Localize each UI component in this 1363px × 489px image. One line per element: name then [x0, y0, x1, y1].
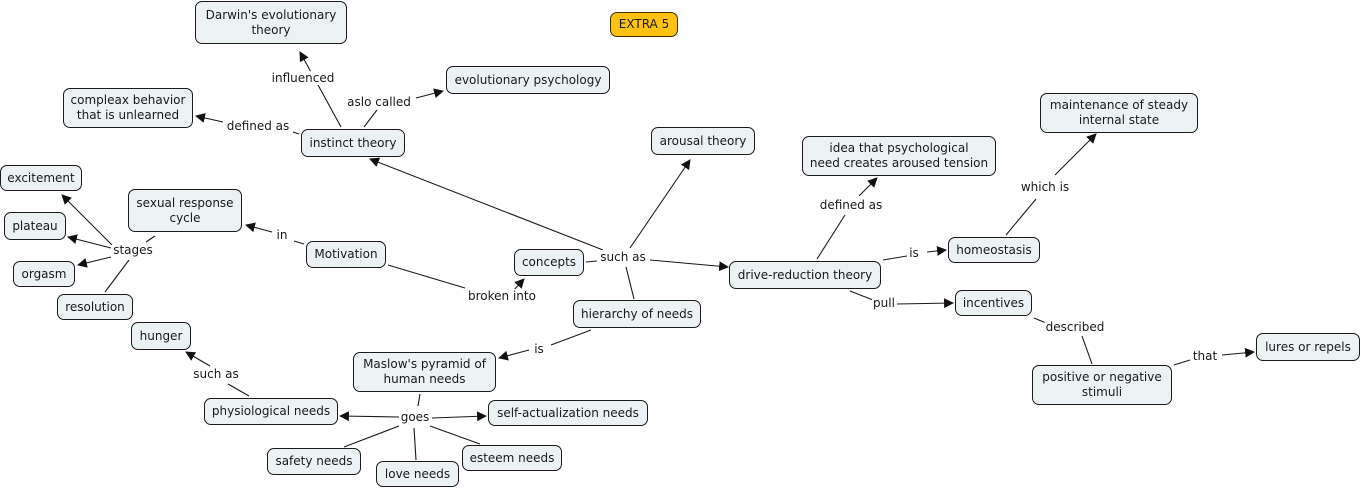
node-arousal-theory[interactable]: arousal theory	[651, 127, 755, 155]
node-positive-or-negative-stimuli[interactable]: positive or negative stimuli	[1032, 365, 1172, 405]
node-resolution[interactable]: resolution	[57, 294, 133, 320]
node-hierarchy-of-needs[interactable]: hierarchy of needs	[573, 300, 701, 328]
edge-hierarchy-is	[550, 329, 592, 346]
link-label-which-is: which is	[1019, 180, 1071, 194]
edge-pull-incentives	[896, 298, 954, 309]
link-label-in: in	[275, 228, 289, 242]
link-label-aslo-called: aslo called	[346, 95, 412, 109]
node-drive-reduction-theory[interactable]: drive-reduction theory	[729, 261, 881, 289]
link-label-pull: pull	[872, 296, 896, 310]
edge-is-maslow	[498, 349, 530, 361]
node-esteem-needs[interactable]: esteem needs	[462, 445, 562, 471]
node-lures-or-repels[interactable]: lures or repels	[1256, 333, 1360, 361]
edge-drive-defined-as	[816, 214, 846, 260]
edge-stages-orgasm	[77, 256, 112, 268]
node-excitement[interactable]: excitement	[0, 165, 82, 191]
link-label-such-as-hunger: such as	[192, 367, 240, 381]
link-label-stages: stages	[112, 243, 154, 257]
edge-which-is-maintenance	[1054, 133, 1097, 176]
node-motivation[interactable]: Motivation	[306, 241, 386, 268]
edge-concepts-such-as	[585, 260, 598, 263]
node-concepts[interactable]: concepts	[514, 249, 584, 276]
edge-physiological-such-as	[227, 383, 250, 397]
node-incentives[interactable]: incentives	[955, 290, 1032, 316]
edge-goes-physiological	[339, 411, 400, 422]
node-love-needs[interactable]: love needs	[376, 461, 459, 487]
edge-goes-love	[413, 427, 417, 461]
link-label-influenced: influenced	[270, 71, 336, 85]
edge-defined-as-complex	[195, 113, 224, 123]
edge-aslo-called-evo-psych	[415, 88, 444, 99]
edge-such-as-hunger	[185, 351, 211, 367]
edge-defined-as-idea	[858, 177, 878, 197]
edge-drive-is	[882, 255, 908, 261]
edge-sexual-stages	[145, 235, 156, 243]
node-evolutionary-psychology[interactable]: evolutionary psychology	[446, 66, 610, 94]
edge-homeostasis-which-is	[1005, 198, 1037, 236]
node-darwins-evolutionary-theory[interactable]: Darwin's evolutionary theory	[195, 1, 347, 44]
edge-motivation-broken-into	[387, 264, 466, 289]
edge-instinct-defined-as	[292, 131, 300, 135]
node-sexual-response-cycle[interactable]: sexual response cycle	[128, 189, 242, 232]
edge-stages-resolution	[104, 259, 130, 293]
node-hunger[interactable]: hunger	[131, 322, 191, 350]
edge-is-homeostasis	[926, 246, 947, 256]
node-homeostasis[interactable]: homeostasis	[948, 237, 1040, 263]
edge-goes-esteem	[429, 425, 481, 445]
edge-such-as-hierarchy	[625, 266, 635, 300]
node-extra-5[interactable]: EXTRA 5	[610, 12, 678, 37]
node-complex-behavior[interactable]: compleax behavior that is unlearned	[63, 88, 193, 128]
node-maslows-pyramid[interactable]: Maslow's pyramid of human needs	[353, 352, 496, 392]
edge-goes-self-actualization	[431, 411, 487, 422]
link-label-described: described	[1044, 320, 1106, 334]
edge-such-as-drive	[649, 259, 729, 272]
edge-maslow-goes	[417, 393, 421, 407]
edge-drive-pull	[849, 290, 874, 301]
node-maintenance-steady-state[interactable]: maintenance of steady internal state	[1040, 93, 1198, 133]
link-label-defined-as: defined as	[225, 119, 291, 133]
link-label-broken-into: broken into	[467, 289, 537, 303]
edge-that-lures	[1221, 347, 1255, 358]
link-label-goes: goes	[399, 410, 431, 424]
edge-in-sexual-response	[245, 222, 273, 233]
edge-motivation-in	[293, 240, 305, 245]
link-label-is-maslow: is	[533, 342, 545, 356]
edge-incentives-described	[1033, 317, 1047, 324]
edge-goes-safety	[343, 425, 400, 448]
edge-positive-that	[1173, 359, 1191, 366]
link-label-defined-as-drive: defined as	[818, 198, 884, 212]
link-label-that: that	[1191, 349, 1219, 363]
edge-such-as-instinct	[369, 157, 604, 251]
node-instinct-theory[interactable]: instinct theory	[301, 129, 405, 157]
edge-stages-excitement	[61, 194, 113, 246]
node-self-actualization-needs[interactable]: self-actualization needs	[488, 400, 648, 426]
node-idea-psychological-need[interactable]: idea that psychological need creates aro…	[802, 136, 996, 176]
node-orgasm[interactable]: orgasm	[13, 261, 75, 287]
edge-such-as-arousal	[629, 159, 691, 249]
edge-described-positive	[1081, 335, 1093, 365]
edge-instinct-influenced-darwin	[299, 51, 342, 128]
node-safety-needs[interactable]: safety needs	[267, 448, 361, 475]
node-physiological-needs[interactable]: physiological needs	[204, 398, 338, 425]
edge-instinct-aslo-called	[363, 109, 378, 128]
edge-stages-plateau	[67, 234, 112, 249]
link-label-such-as: such as	[599, 250, 647, 264]
link-label-is-homeostasis: is	[908, 246, 920, 260]
node-plateau[interactable]: plateau	[4, 212, 66, 240]
